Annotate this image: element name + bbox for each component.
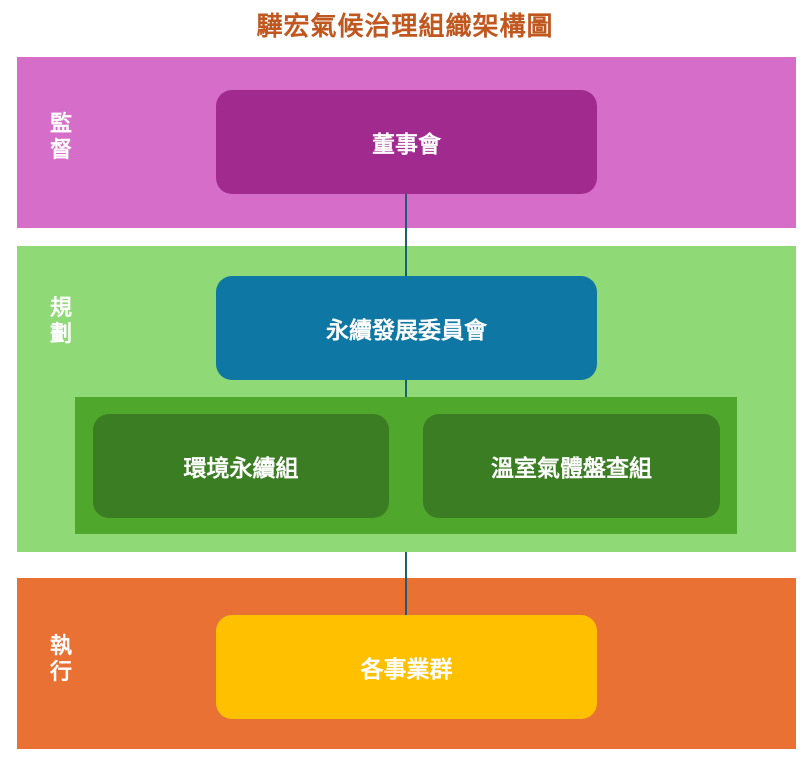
planning-label: 規 劃 [46, 296, 76, 348]
execution-label-char-2: 行 [49, 660, 72, 685]
supervision-label: 監 督 [46, 112, 76, 164]
diagram-title: 驊宏氣候治理組織架構圖 [256, 12, 554, 42]
business-groups-box[interactable]: 各事業群 [216, 615, 597, 719]
sustainability-committee-label: 永續發展委員會 [326, 318, 487, 344]
connector-committee-teams [405, 380, 407, 397]
planning-label-char-2: 劃 [49, 322, 72, 347]
board-box[interactable]: 董事會 [216, 90, 597, 194]
ghg-inventory-team-box[interactable]: 溫室氣體盤查組 [423, 414, 720, 518]
execution-label: 執 行 [46, 634, 76, 686]
sustainability-committee-box[interactable]: 永續發展委員會 [216, 276, 597, 380]
supervision-label-char-2: 督 [49, 138, 72, 163]
execution-label-char-1: 執 [49, 634, 72, 659]
connector-board-committee [405, 194, 407, 276]
environmental-sustainability-team-box[interactable]: 環境永續組 [93, 414, 389, 518]
board-box-label: 董事會 [372, 132, 441, 158]
supervision-label-char-1: 監 [49, 112, 72, 137]
environmental-sustainability-team-label: 環境永續組 [183, 456, 299, 482]
planning-label-char-1: 規 [49, 296, 72, 321]
connector-planning-execution [405, 552, 407, 615]
ghg-inventory-team-label: 溫室氣體盤查組 [491, 456, 652, 482]
business-groups-label: 各事業群 [360, 657, 453, 683]
